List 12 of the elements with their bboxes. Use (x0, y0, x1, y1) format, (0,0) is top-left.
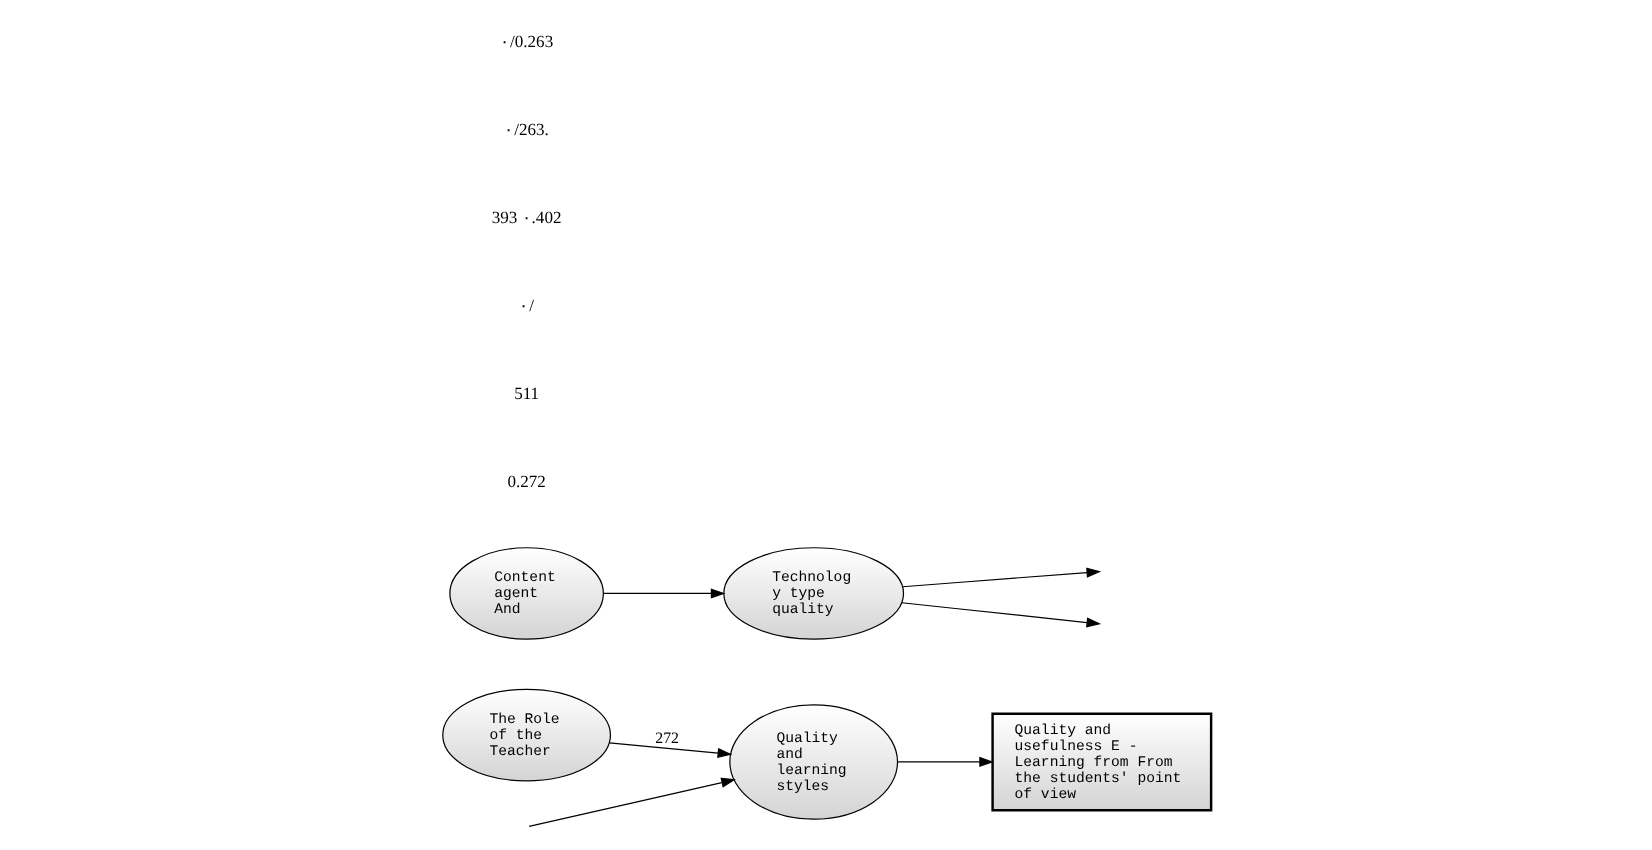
label: 393 ٠.402 (490, 207, 561, 228)
label: ٠/0.263 (499, 31, 553, 52)
arrow (900, 567, 1101, 588)
label: 511 (513, 383, 539, 403)
arrow (900, 602, 1101, 628)
arrow (607, 742, 732, 759)
arrow (895, 756, 993, 768)
arrow (602, 588, 725, 599)
arrow (527, 777, 735, 827)
label: ٠/ (518, 295, 533, 316)
label: ٠/263. (503, 119, 548, 140)
label: 0.272 (506, 470, 545, 491)
